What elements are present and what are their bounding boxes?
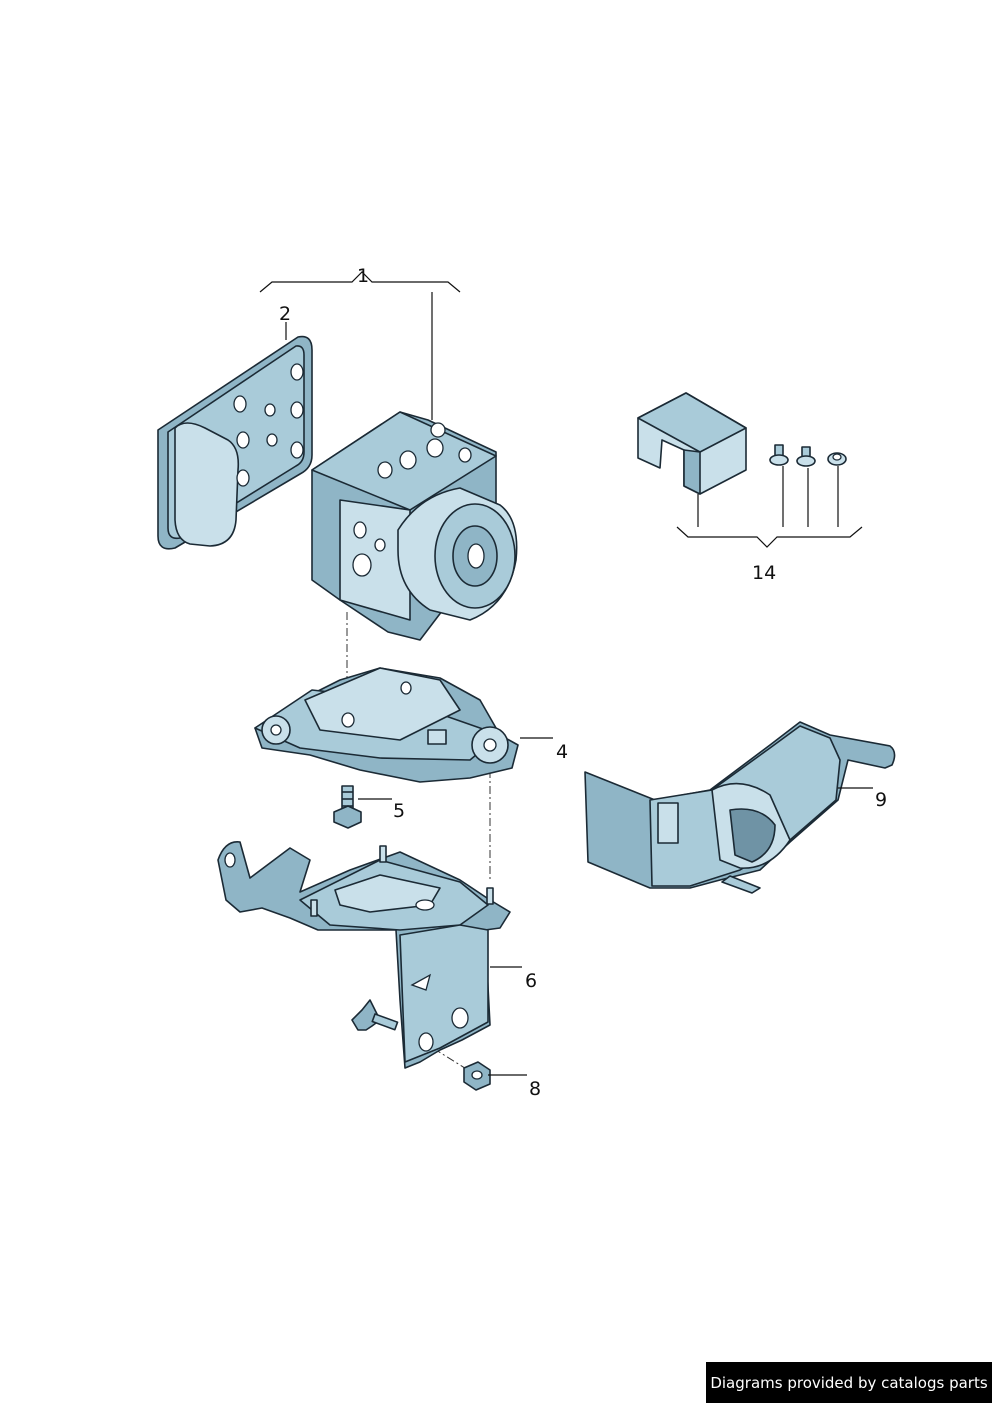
shield-cover (584, 721, 896, 894)
mounting-bracket (254, 667, 519, 783)
callout-9: 9 (875, 789, 887, 811)
support-bracket (217, 841, 511, 1069)
callout-2: 2 (279, 303, 291, 325)
callout-8: 8 (529, 1078, 541, 1100)
callout-4: 4 (556, 741, 568, 763)
callout-6: 6 (525, 970, 537, 992)
callout-5: 5 (393, 800, 405, 822)
nut-part-8 (463, 1061, 491, 1091)
callout-14: 14 (752, 562, 776, 584)
control-unit-plate (157, 335, 313, 550)
group-bracket-1 (259, 271, 461, 420)
alignment-line-nut (419, 1039, 469, 1071)
group-bracket-14 (676, 466, 863, 548)
callout-1: 1 (357, 265, 369, 287)
star-screw (351, 999, 399, 1031)
repair-set-14 (637, 392, 847, 495)
hydraulic-unit (311, 411, 518, 641)
bolt-part-5 (333, 785, 362, 829)
credit-banner: Diagrams provided by catalogs parts (706, 1362, 992, 1403)
